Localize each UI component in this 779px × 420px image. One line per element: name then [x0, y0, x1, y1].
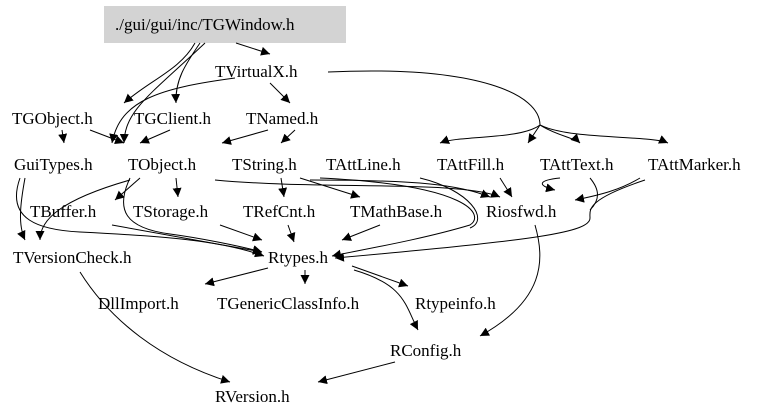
node-tattline[interactable]: TAttLine.h — [326, 155, 401, 174]
edge-tgwindow-tgobject — [123, 42, 196, 104]
edge-tattmarker-rtypes — [334, 179, 646, 262]
edge-tnamed-tstring — [280, 129, 296, 144]
edge-tatttext-rtypes — [589, 177, 598, 211]
edge-tvirtualx-tatttext — [539, 124, 581, 144]
edge-tstring-riosfwd — [309, 179, 491, 198]
edge-tgobject-tobject — [89, 129, 125, 144]
edge-tvirtualx-tattline — [327, 70, 541, 144]
edge-tgwindow-tvirtualx — [235, 42, 271, 56]
edge-tstring-tmathbase — [299, 177, 361, 199]
edge-tatttext-riosfwd — [542, 177, 561, 193]
node-tversioncheck[interactable]: TVersionCheck.h — [13, 248, 132, 267]
node-riosfwd[interactable]: Riosfwd.h — [486, 202, 557, 221]
edge-tobject-riosfwd — [214, 179, 501, 198]
edge-tstorage-rtypes — [219, 224, 263, 242]
edge-tbuffer-rtypes — [111, 224, 263, 255]
edge-tattline-rtypes — [419, 177, 479, 229]
edge-tnamed-tobject — [221, 129, 269, 145]
edge-tattmarker-riosfwd — [574, 177, 641, 203]
edge-tgobject-guitypes — [58, 129, 68, 144]
node-rtypes[interactable]: Rtypes.h — [268, 248, 328, 267]
edge-rtypes-rconfig — [353, 269, 419, 331]
edge-rtypes-dllimport — [204, 267, 269, 287]
node-tobject[interactable]: TObject.h — [128, 155, 197, 174]
edge-tmathbase-rtypes — [341, 224, 381, 241]
node-rtypeinfo[interactable]: Rtypeinfo.h — [415, 294, 496, 313]
edge-riosfwd-rconfig — [479, 224, 541, 337]
edge-tvirtualx-tnamed — [269, 82, 291, 104]
edge-tgclient-tobject — [139, 129, 171, 144]
edge-rtypes-rtypeinfo — [351, 265, 409, 288]
edge-tobject-tversioncheck — [35, 179, 131, 241]
edge-tgwindow-tgclient — [171, 42, 201, 104]
node-tattmarker[interactable]: TAttMarker.h — [648, 155, 741, 174]
edge-tstring-rtypes — [319, 177, 476, 259]
nodes: ./gui/gui/inc/TGWindow.h TVirtualX.h TGO… — [12, 15, 741, 406]
edge-tvirtualx-tattmarker — [539, 124, 669, 144]
edge-tobject-tstorage — [172, 177, 182, 198]
edge-rconfig-rversion — [317, 361, 396, 385]
node-tgwindow[interactable]: ./gui/gui/inc/TGWindow.h — [115, 15, 295, 34]
edge-tattfill-riosfwd — [499, 177, 513, 198]
edge-tvirtualx-tattfill — [527, 124, 541, 144]
node-tgclient[interactable]: TGClient.h — [134, 109, 211, 128]
node-tgenericclassinfo[interactable]: TGenericClassInfo.h — [217, 294, 360, 313]
node-tstring[interactable]: TString.h — [232, 155, 297, 174]
edge-guitypes-tversioncheck — [17, 177, 26, 241]
edge-trefcnt-rtypes — [286, 224, 296, 243]
node-tattfill[interactable]: TAttFill.h — [437, 155, 505, 174]
edge-tvirtualx-guitypes — [109, 77, 236, 144]
node-tgobject[interactable]: TGObject.h — [12, 109, 93, 128]
edges — [15, 42, 669, 385]
node-rconfig[interactable]: RConfig.h — [390, 341, 462, 360]
edge-tversioncheck-rversion — [79, 271, 231, 384]
edge-tobject-rtypes — [123, 177, 263, 254]
edge-tstring-trefcnt — [278, 177, 288, 198]
root-node-box — [104, 6, 346, 43]
edge-tobject-tbuffer — [114, 177, 141, 201]
node-tatttext[interactable]: TAttText.h — [540, 155, 614, 174]
node-rversion[interactable]: RVersion.h — [215, 387, 290, 406]
node-tmathbase[interactable]: TMathBase.h — [350, 202, 443, 221]
node-tvirtualx[interactable]: TVirtualX.h — [215, 62, 298, 81]
node-tnamed[interactable]: TNamed.h — [246, 109, 319, 128]
node-trefcnt[interactable]: TRefCnt.h — [243, 202, 316, 221]
node-dllimport[interactable]: DllImport.h — [98, 294, 179, 313]
node-tbuffer[interactable]: TBuffer.h — [30, 202, 97, 221]
node-tstorage[interactable]: TStorage.h — [133, 202, 209, 221]
node-guitypes[interactable]: GuiTypes.h — [14, 155, 93, 174]
